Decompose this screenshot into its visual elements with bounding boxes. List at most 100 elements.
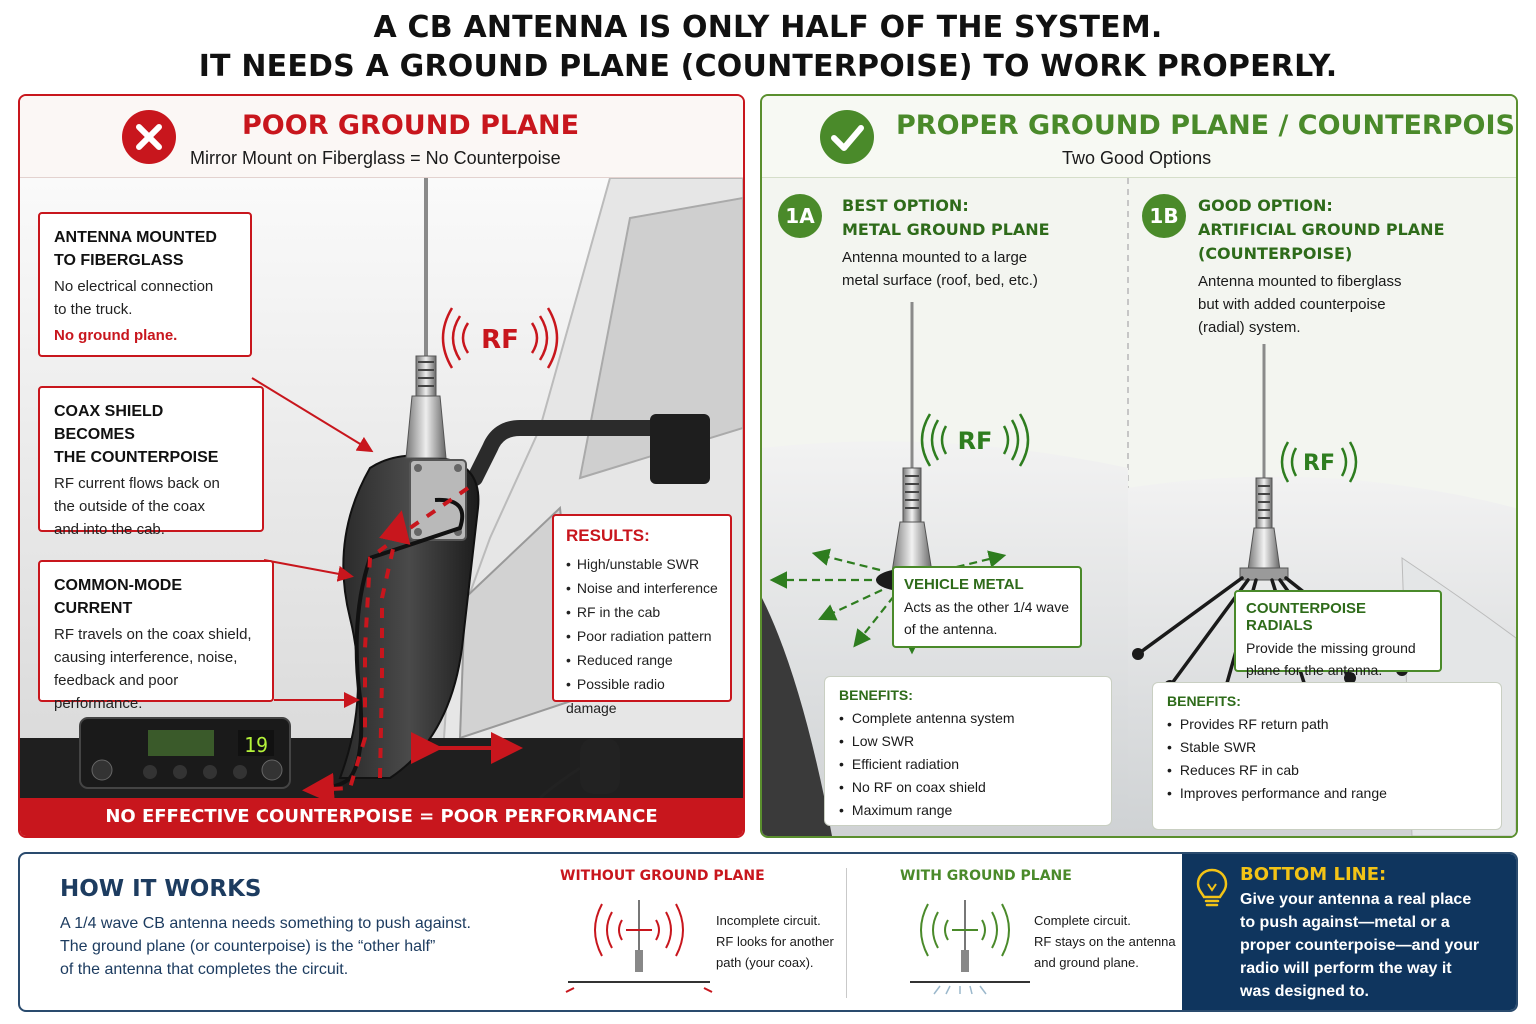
callout-2-title-line-1: COAX SHIELD BECOMES	[54, 403, 164, 443]
bottom-line-title: BOTTOM LINE:	[1240, 864, 1387, 885]
benefit-item: Improves performance and range	[1167, 782, 1487, 805]
benefits-b-box: BENEFITS: Provides RF return path Stable…	[1152, 682, 1502, 830]
proper-heading: PROPER GROUND PLANE / COUNTERPOISE	[896, 110, 1518, 141]
callout-1-body-line-1: No electrical connection	[54, 278, 214, 295]
rf-current-arrows	[302, 486, 470, 798]
option-1b-title-line-2: ARTIFICIAL GROUND PLANE	[1198, 220, 1445, 239]
mirror-head	[650, 414, 710, 484]
without-line-3: path (your coax).	[716, 955, 814, 970]
with-line-3: and ground plane.	[1034, 955, 1139, 970]
rf-label-b: RF	[1303, 451, 1335, 476]
coax-cable	[309, 497, 465, 792]
option-1a-desc-line-1: Antenna mounted to a large	[842, 249, 1028, 266]
microphone	[538, 738, 620, 798]
option-1a-description: Antenna mounted to a large metal surface…	[842, 246, 1038, 292]
rf-label: RF	[481, 325, 519, 355]
benefit-item: Reduces RF in cab	[1167, 759, 1487, 782]
option-1b-title-line-3: (COUNTERPOISE)	[1198, 244, 1353, 263]
results-box: RESULTS: High/unstable SWR Noise and int…	[552, 514, 732, 716]
benefit-item: Low SWR	[839, 730, 1097, 753]
antenna-base	[405, 395, 447, 459]
results-title: RESULTS:	[566, 526, 650, 545]
mirror-arm	[467, 420, 668, 486]
benefit-item: Provides RF return path	[1167, 713, 1487, 736]
windshield-a	[762, 598, 832, 836]
option-1b-desc-line-1: Antenna mounted to fiberglass	[1198, 273, 1402, 290]
rf-label-a: RF	[958, 427, 993, 455]
vehicle-metal-box: VEHICLE METAL Acts as the other 1/4 wave…	[892, 566, 1082, 648]
with-ground-plane-title: WITH GROUND PLANE	[900, 868, 1072, 884]
option-1a-badge: 1A	[778, 194, 822, 238]
callout-2-body-line-2: the outside of the coax	[54, 498, 205, 515]
cab-window	[578, 196, 743, 480]
title-line-2: IT NEEDS A GROUND PLANE (COUNTERPOISE) T…	[198, 49, 1338, 84]
poor-subheading: Mirror Mount on Fiberglass = No Counterp…	[190, 148, 561, 168]
option-1b-desc-line-2: but with added counterpoise	[1198, 296, 1386, 313]
benefits-a-title: BENEFITS:	[839, 687, 913, 703]
without-line-1: Incomplete circuit.	[716, 913, 821, 928]
benefit-item: Maximum range	[839, 799, 1097, 822]
bottom-line-box: BOTTOM LINE: Give your antenna a real pl…	[1182, 854, 1516, 1010]
results-item: High/unstable SWR	[566, 552, 718, 576]
option-1a-title-line-2: METAL GROUND PLANE	[842, 220, 1050, 239]
proper-ground-plane-panel: PROPER GROUND PLANE / COUNTERPOISE Two G…	[760, 94, 1518, 838]
rf-waves-icon-a	[920, 413, 1030, 467]
callout-common-mode: COMMON-MODE CURRENT RF travels on the co…	[38, 560, 274, 712]
results-list: High/unstable SWR Noise and interference…	[566, 552, 718, 720]
option-1b-desc-line-3: (radial) system.	[1198, 319, 1301, 336]
benefit-item: No RF on coax shield	[839, 776, 1097, 799]
proper-panel-header: PROPER GROUND PLANE / COUNTERPOISE Two G…	[762, 96, 1516, 178]
callout-1-body-line-2: to the truck.	[54, 301, 133, 318]
vehicle-metal-title: VEHICLE METAL	[904, 576, 1024, 593]
benefit-item: Efficient radiation	[839, 753, 1097, 776]
counterpoise-radials-line-2: plane for the antenna.	[1246, 662, 1383, 678]
bottom-line-l3: proper counterpoise—and your	[1240, 937, 1480, 954]
without-ground-plane-title: WITHOUT GROUND PLANE	[560, 868, 765, 884]
with-line-1: Complete circuit.	[1034, 913, 1131, 928]
how-it-works-body: A 1/4 wave CB antenna needs something to…	[60, 912, 510, 981]
callout-coax-shield: COAX SHIELD BECOMES THE COUNTERPOISE RF …	[38, 386, 264, 538]
callout-1-title-line-2: TO FIBERGLASS	[54, 252, 184, 269]
radio-channel-display: 19	[244, 733, 268, 757]
bottom-line-l4: radio will perform the way it	[1240, 960, 1452, 977]
x-icon	[122, 110, 176, 164]
results-item: Poor radiation pattern	[566, 624, 718, 648]
how-it-works-panel: HOW IT WORKS A 1/4 wave CB antenna needs…	[18, 852, 1518, 1012]
callout-3-body-line-4: performance.	[54, 695, 143, 712]
callout-2-title-line-2: THE COUNTERPOISE	[54, 449, 219, 466]
counterpoise-radials-line-1: Provide the missing ground	[1246, 640, 1416, 656]
option-1b-title: GOOD OPTION: ARTIFICIAL GROUND PLANE (CO…	[1198, 194, 1445, 266]
results-item: Noise and interference	[566, 576, 718, 600]
leader-line-2	[263, 559, 354, 582]
benefits-b-title: BENEFITS:	[1167, 693, 1241, 709]
callout-2-body-line-1: RF current flows back on	[54, 475, 220, 492]
poor-ground-plane-panel: POOR GROUND PLANE Mirror Mount on Fiberg…	[18, 94, 745, 838]
results-item: Possible radio damage	[566, 672, 718, 720]
bottom-line-l1: Give your antenna a real place	[1240, 891, 1472, 908]
with-ground-plane-diagram	[910, 900, 1030, 995]
callout-antenna-mounted: ANTENNA MOUNTED TO FIBERGLASS No electri…	[38, 212, 252, 357]
rf-waves-icon-b	[1280, 441, 1358, 483]
how-body-line-3: of the antenna that completes the circui…	[60, 961, 349, 978]
benefits-a-box: BENEFITS: Complete antenna system Low SW…	[824, 676, 1112, 826]
bottom-line-l5: was designed to.	[1240, 983, 1369, 1000]
how-divider	[846, 868, 847, 998]
option-1a-title: BEST OPTION: METAL GROUND PLANE	[842, 194, 1050, 242]
callout-1-warning: No ground plane.	[54, 327, 178, 344]
option-1a-desc-line-2: metal surface (roof, bed, etc.)	[842, 272, 1038, 289]
option-1b-description: Antenna mounted to fiberglass but with a…	[1198, 270, 1401, 339]
option-1a-title-line-1: BEST OPTION:	[842, 196, 969, 215]
without-ground-plane-text: Incomplete circuit. RF looks for another…	[716, 910, 834, 973]
counterpoise-radials-title: COUNTERPOISE RADIALS	[1246, 600, 1367, 634]
without-ground-plane-diagram	[565, 900, 713, 993]
title-line-1: A CB ANTENNA IS ONLY HALF OF THE SYSTEM.	[373, 10, 1163, 45]
callout-1-title-line-1: ANTENNA MOUNTED	[54, 229, 217, 246]
callout-3-body-line-2: causing interference, noise,	[54, 649, 238, 666]
vehicle-metal-line-1: Acts as the other 1/4 wave	[904, 599, 1069, 615]
rf-waves-icon	[441, 307, 559, 369]
counterpoise-radials-box: COUNTERPOISE RADIALS Provide the missing…	[1234, 590, 1442, 678]
results-item: RF in the cab	[566, 600, 718, 624]
how-body-line-2: The ground plane (or counterpoise) is th…	[60, 938, 436, 955]
benefit-item: Stable SWR	[1167, 736, 1487, 759]
page-title: A CB ANTENNA IS ONLY HALF OF THE SYSTEM.…	[0, 8, 1536, 86]
